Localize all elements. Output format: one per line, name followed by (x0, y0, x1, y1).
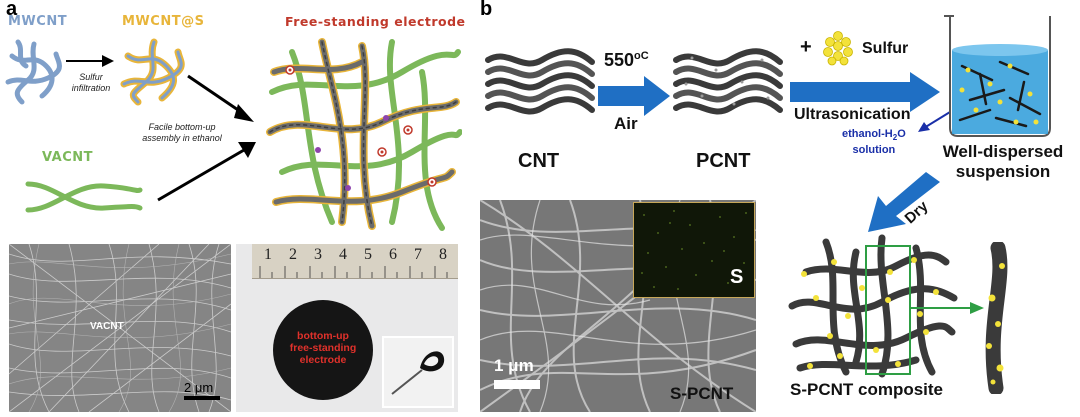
sulfur-infiltration-label: Sulfur infiltration (62, 72, 120, 94)
vacnt-illustration (25, 181, 143, 213)
temperature-label: 550oC (604, 50, 649, 71)
eds-s-label: S (730, 266, 744, 288)
mwcnt-illustration (5, 39, 62, 105)
solvent-line1: ethanol-H2O (842, 128, 906, 144)
plus-sign: + (800, 36, 812, 58)
electrode-photo: 1 2 3 4 5 6 7 8 bottom-up free-standing … (236, 244, 458, 412)
arrow-dry (868, 172, 940, 232)
scale-bar-a-label: 2 μm (184, 380, 214, 395)
temperature-unit: oC (634, 50, 649, 62)
pcnt-label: PCNT (696, 150, 751, 172)
zoom-arrow (910, 302, 984, 314)
sulfur-label: Sulfur (862, 40, 909, 57)
mwcnt-s-illustration (120, 38, 185, 106)
solvent-line2: solution (852, 144, 896, 157)
ruler-tick-2: 2 (289, 246, 297, 263)
ruler-tick-3: 3 (314, 246, 322, 263)
assembly-line2: assembly in ethanol (142, 133, 222, 143)
solvent-text: ethanol-H (842, 128, 893, 140)
electrode-disc-text: bottom-up free-standing electrode (273, 330, 373, 366)
scale-bar-a (184, 396, 220, 400)
solvent-label: ethanol-H2O solution (842, 128, 906, 157)
solvent-pointer-arrow (918, 111, 951, 132)
solvent-subscript: 2 (892, 133, 898, 143)
assembly-label: Facile bottom-up assembly in ethanol (128, 122, 236, 144)
panel-a-letter: a (6, 0, 18, 20)
sem-image-vacnt (9, 244, 231, 412)
air-label: Air (614, 114, 638, 133)
solvent-text-end: O (897, 128, 906, 140)
sem-vacnt-label: VACNT (90, 321, 124, 332)
electrode-disc (273, 300, 373, 400)
assembly-line1: Facile bottom-up (148, 122, 216, 132)
temperature-value: 550 (604, 50, 635, 70)
ruler: 1 2 3 4 5 6 7 8 (252, 244, 458, 279)
disc-text-line1: bottom-up (297, 330, 349, 342)
suspension-line1: Well-dispersed (942, 142, 1064, 161)
sem-s-pcnt-label: S-PCNT (670, 384, 734, 403)
mwcnt-s-label: MWCNT@S (122, 14, 205, 29)
sulfur-particles-icon (823, 31, 853, 66)
scale-bar-b-label: 1 μm (494, 356, 534, 375)
bent-electrode-inset (382, 336, 454, 408)
electrode-network-illustration (266, 38, 462, 231)
panel-b-letter: b (480, 0, 493, 20)
disc-text-line3: electrode (299, 354, 347, 366)
arrow-mwcnt-s-to-electrode (187, 74, 254, 122)
zoomed-tube-illustration (985, 242, 1008, 394)
ruler-tick-5: 5 (364, 246, 372, 263)
arrow-mwcnt-to-mwcnt-s (66, 55, 114, 67)
ultrasonication-label: Ultrasonication (794, 106, 911, 123)
arrow-vacnt-to-electrode (157, 142, 256, 202)
composite-label: S-PCNT composite (790, 380, 944, 399)
sulfur-infiltration-line2: infiltration (71, 83, 111, 93)
ruler-tick-4: 4 (339, 246, 347, 263)
beaker-illustration (944, 15, 1051, 137)
ruler-tick-1: 1 (264, 246, 272, 263)
arrow-cnt-to-pcnt (598, 76, 670, 116)
cnt-bundle-illustration (485, 48, 595, 115)
scale-bar-b (494, 380, 540, 389)
electrode-title: Free-standing electrode (285, 14, 466, 29)
arrow-pcnt-to-suspension (790, 72, 940, 112)
sulfur-infiltration-line1: Sulfur (79, 72, 103, 82)
ruler-tick-8: 8 (439, 246, 447, 263)
mwcnt-label: MWCNT (8, 14, 68, 29)
disc-text-line2: free-standing (289, 342, 357, 354)
ruler-tick-6: 6 (389, 246, 397, 263)
suspension-label: Well-dispersed suspension (930, 142, 1076, 182)
s-pcnt-composite-network (788, 234, 958, 378)
suspension-line2: suspension (955, 162, 1051, 181)
vacnt-label: VACNT (42, 150, 94, 165)
ruler-tick-7: 7 (414, 246, 422, 263)
pcnt-bundle-illustration (673, 48, 783, 115)
cnt-label: CNT (518, 150, 560, 172)
eds-sulfur-inset (633, 202, 755, 298)
